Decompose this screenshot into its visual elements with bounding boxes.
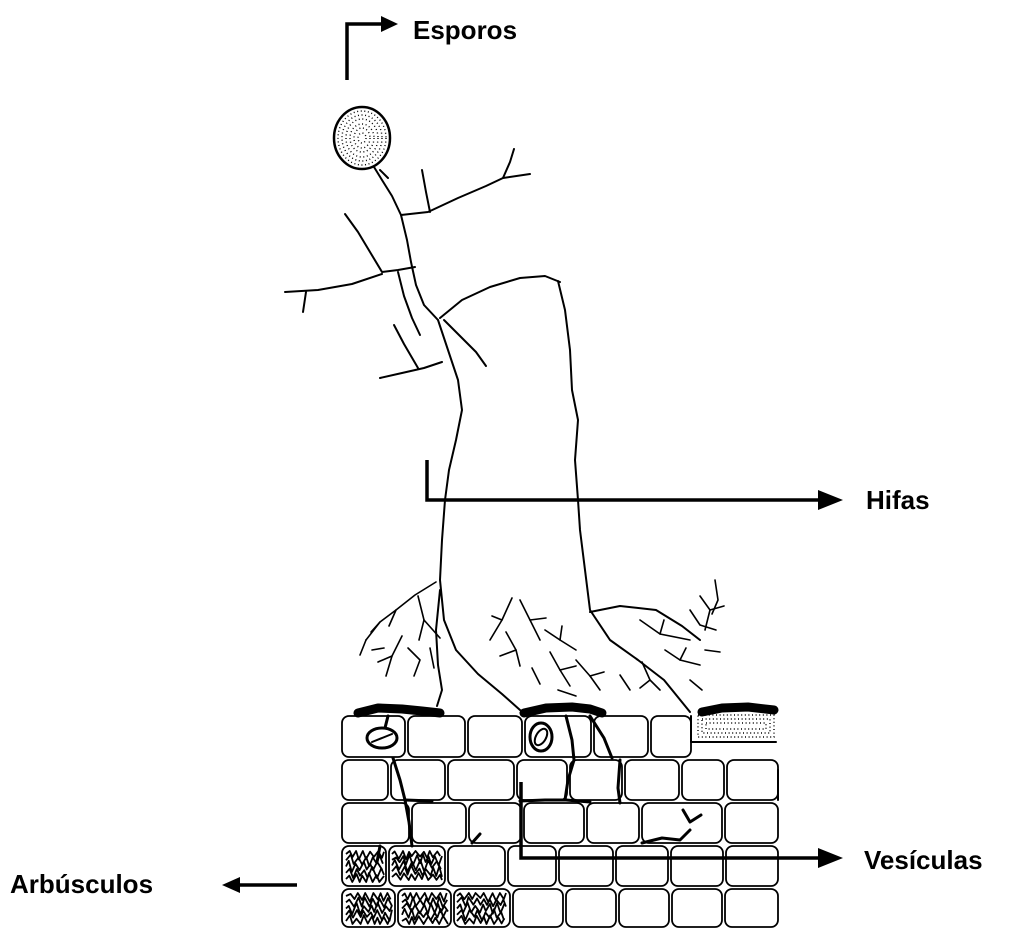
- spores-arrow-line: [347, 24, 383, 80]
- arbuscules-arrowhead: [222, 877, 240, 893]
- arbuscules-pointer: [222, 877, 297, 893]
- fine-hypha: [532, 668, 540, 684]
- vesicle: [530, 723, 552, 751]
- spore: [334, 107, 390, 169]
- fine-hypha: [372, 648, 384, 650]
- fine-hypha: [680, 648, 686, 660]
- root-cell: [412, 803, 466, 843]
- fine-hypha: [492, 616, 502, 620]
- hyphae-network: [285, 149, 700, 712]
- fine-hypha: [660, 620, 664, 634]
- root-cell: [342, 760, 388, 800]
- label-hyphae: Hifas: [866, 485, 930, 515]
- fine-hyphae-left: [360, 582, 440, 676]
- appressorium: [702, 707, 774, 712]
- fine-hypha: [386, 636, 402, 676]
- root-cell: [524, 803, 584, 843]
- hypha-branch: [303, 292, 306, 312]
- fine-hypha: [500, 650, 516, 656]
- hypha-branch: [503, 174, 530, 178]
- root-cell: [468, 716, 522, 757]
- root-cell: [570, 760, 622, 800]
- spores-arrowhead: [381, 16, 398, 32]
- fine-hypha: [530, 618, 546, 620]
- hypha-branch: [345, 214, 415, 272]
- root-cell: [616, 846, 668, 886]
- vesicles-arrowhead: [818, 848, 843, 868]
- hyphae-arrowhead: [818, 490, 843, 510]
- root-cell: [448, 846, 505, 886]
- root-cell: [671, 846, 723, 886]
- root-cell: [651, 716, 691, 757]
- fine-hypha: [560, 666, 576, 670]
- root-cell: [342, 803, 409, 843]
- internal-hypha: [520, 800, 590, 802]
- fine-hypha: [430, 648, 434, 668]
- fine-hypha: [371, 622, 380, 632]
- main-hypha-lower-lobe: [436, 590, 442, 706]
- fine-hypha: [418, 596, 424, 640]
- fine-hypha: [710, 606, 724, 610]
- label-vesicles: Vesículas: [864, 845, 983, 875]
- main-hypha-right-edge: [558, 281, 690, 712]
- hypha-branch: [422, 170, 430, 212]
- root-cell: [725, 889, 778, 927]
- root-cell: [508, 846, 556, 886]
- root-cell: [513, 889, 563, 927]
- fine-hypha: [665, 650, 700, 665]
- root-cell: [682, 760, 724, 800]
- root-cell: [559, 846, 613, 886]
- hypha-branch: [285, 274, 382, 292]
- fine-hypha: [705, 650, 720, 652]
- root-cell: [726, 846, 778, 886]
- root-cell: [408, 716, 465, 757]
- fine-hypha: [408, 648, 420, 676]
- fine-hypha: [640, 620, 690, 640]
- root-cell: [566, 889, 616, 927]
- appressorium-stipple: [702, 719, 770, 733]
- hyphae-arrow-line: [427, 460, 820, 500]
- root-cell: [448, 760, 514, 800]
- hypha-branch: [398, 272, 420, 335]
- internal-hypha: [405, 800, 432, 801]
- spores-pointer: [347, 16, 398, 80]
- appressorium: [358, 708, 440, 713]
- fine-hypha: [366, 582, 436, 640]
- fine-hypha: [560, 626, 562, 640]
- fine-hypha: [590, 672, 604, 676]
- fine-hypha: [690, 680, 702, 690]
- root-cell: [725, 803, 778, 843]
- appressorium: [524, 707, 602, 713]
- label-spores: Esporos: [413, 15, 517, 45]
- fine-hypha: [360, 640, 366, 655]
- main-hypha-top-edge: [440, 276, 560, 318]
- root-cell: [625, 760, 679, 800]
- root-cell: [727, 760, 778, 800]
- hyphae-pointer: [427, 460, 843, 510]
- root-cell: [619, 889, 669, 927]
- hypha-branch: [380, 362, 442, 378]
- fine-hypha: [506, 632, 520, 666]
- fine-hypha: [640, 680, 650, 688]
- fine-hypha: [558, 690, 576, 696]
- root-cell: [672, 889, 722, 927]
- hypha-branch: [374, 167, 438, 320]
- hypha-branch: [401, 149, 514, 215]
- main-hypha-left-edge: [438, 320, 520, 710]
- internal-hypha: [618, 760, 620, 803]
- fine-hyphae-right: [620, 580, 724, 690]
- root-cell: [587, 803, 639, 843]
- label-arbuscules: Arbúsculos: [10, 869, 153, 899]
- appressorium-stipple: [706, 723, 766, 729]
- root-cell: [517, 760, 567, 800]
- hypha-branch: [394, 325, 418, 368]
- fine-hyphae-middle: [490, 598, 604, 696]
- fine-hypha: [620, 675, 630, 690]
